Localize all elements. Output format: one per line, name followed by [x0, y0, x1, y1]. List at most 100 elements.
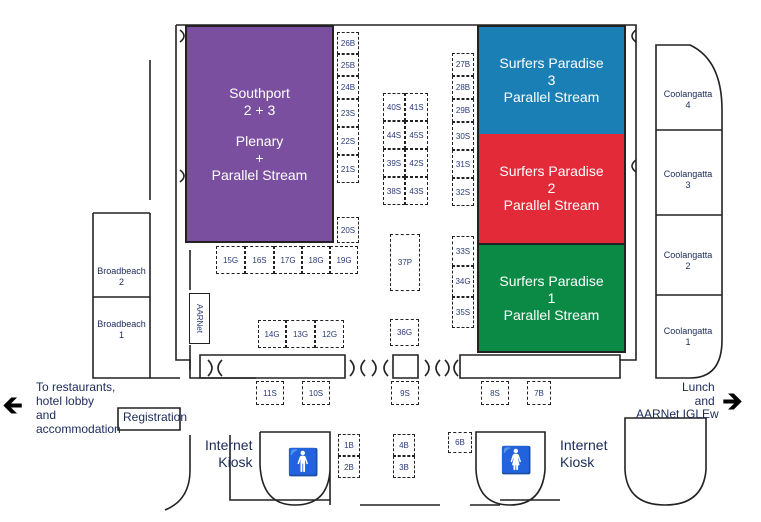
- direction-text: Lunch: [682, 380, 715, 394]
- direction-text: and: [36, 408, 57, 422]
- room-surfers-paradise-1[interactable]: Surfers Paradise 1 Parallel Stream: [477, 243, 626, 353]
- booth[interactable]: 43S: [405, 177, 428, 205]
- booth[interactable]: 24B: [337, 76, 359, 99]
- kiosk-text: Internet: [560, 437, 608, 453]
- booth[interactable]: 19G: [330, 246, 358, 274]
- booth[interactable]: 7B: [527, 381, 551, 405]
- kiosk-text: Kiosk: [218, 454, 253, 470]
- female-toilet-icon: 🚺: [500, 445, 533, 475]
- booth-label: AARNet: [195, 304, 204, 333]
- booth[interactable]: 2B: [338, 456, 360, 478]
- booth[interactable]: 16S: [245, 246, 274, 274]
- booth[interactable]: 45S: [405, 121, 428, 149]
- room-label: Parallel Stream: [503, 197, 600, 213]
- room-label: 1: [547, 289, 556, 306]
- booth[interactable]: 6B: [448, 432, 472, 453]
- internet-kiosk-right: Internet Kiosk: [560, 437, 607, 471]
- booth[interactable]: 12G: [315, 320, 344, 348]
- booth[interactable]: 40S: [383, 93, 405, 121]
- booth[interactable]: 44S: [383, 121, 405, 149]
- booth[interactable]: 42S: [405, 149, 428, 177]
- room-label: Broadbeach: [97, 266, 146, 276]
- registration-desk[interactable]: Registration: [123, 410, 188, 424]
- booth[interactable]: 10S: [302, 381, 330, 405]
- booth[interactable]: 18G: [302, 246, 330, 274]
- booth-aarnet[interactable]: AARNet: [189, 293, 210, 344]
- booth[interactable]: 3B: [393, 456, 415, 478]
- room-label: Southport: [229, 84, 290, 101]
- room-label: Parallel Stream: [503, 306, 600, 323]
- arrow-left-icon: 🡸: [2, 390, 24, 420]
- booth[interactable]: 41S: [405, 93, 428, 121]
- room-label: Coolangatta: [663, 326, 713, 336]
- room-label: Plenary: [235, 132, 284, 149]
- booth[interactable]: 11S: [256, 381, 284, 405]
- room-number: 3: [685, 180, 691, 190]
- room-label: Surfers Paradise: [499, 272, 604, 289]
- booth[interactable]: 23S: [337, 99, 359, 127]
- room-label: 2 + 3: [243, 101, 276, 118]
- booth[interactable]: 14G: [258, 320, 286, 348]
- room-label: Parallel Stream: [503, 89, 600, 105]
- room-label: Parallel Stream: [211, 166, 308, 183]
- kiosk-text: Kiosk: [560, 454, 595, 470]
- room-surfers-paradise-3[interactable]: Surfers Paradise 3 Parallel Stream: [477, 25, 626, 134]
- booth[interactable]: 9S: [391, 381, 419, 405]
- booth[interactable]: 20S: [337, 217, 359, 243]
- kiosk-text: Internet: [205, 437, 253, 453]
- room-label: Coolangatta: [663, 89, 713, 99]
- lunch-direction: Lunch and: [682, 380, 715, 408]
- room-label: Coolangatta: [663, 169, 713, 179]
- room-number: 1: [685, 337, 691, 347]
- booth[interactable]: 38S: [383, 177, 405, 205]
- room-number: 2: [685, 261, 691, 271]
- room-southport[interactable]: Southport 2 + 3 Plenary + Parallel Strea…: [185, 25, 334, 243]
- aarnet-iglew-room[interactable]: AARNet IGLEw: [636, 407, 719, 421]
- booth[interactable]: 30S: [452, 122, 474, 150]
- booth[interactable]: 25B: [337, 54, 359, 76]
- booth[interactable]: 17G: [274, 246, 302, 274]
- room-label: +: [255, 149, 264, 166]
- room-label: Surfers Paradise: [499, 55, 604, 71]
- direction-text: accommodation: [36, 422, 121, 436]
- booth[interactable]: 21S: [337, 155, 359, 183]
- booth[interactable]: 32S: [452, 178, 474, 206]
- booth[interactable]: 15G: [216, 246, 245, 274]
- room-label: Coolangatta: [663, 250, 713, 260]
- booth[interactable]: 28B: [452, 76, 474, 99]
- room-label: 3: [547, 72, 556, 88]
- room-surfers-paradise-2[interactable]: Surfers Paradise 2 Parallel Stream: [477, 134, 626, 243]
- male-toilet-icon: 🚹: [287, 447, 320, 477]
- booth[interactable]: 1B: [338, 434, 360, 456]
- internet-kiosk-left: Internet Kiosk: [205, 437, 252, 471]
- booth[interactable]: 36G: [390, 319, 419, 346]
- booth[interactable]: 35S: [452, 297, 474, 328]
- room-label: 2: [547, 180, 556, 196]
- direction-text: To restaurants,: [36, 380, 116, 394]
- restaurants-direction: To restaurants, hotel lobby and accommod…: [36, 380, 121, 436]
- direction-text: hotel lobby: [36, 394, 95, 408]
- booth[interactable]: 29B: [452, 99, 474, 122]
- booth[interactable]: 26B: [337, 32, 359, 54]
- booth[interactable]: 22S: [337, 127, 359, 155]
- booth[interactable]: 37P: [390, 234, 420, 291]
- room-number: 1: [118, 330, 124, 340]
- booth[interactable]: 27B: [452, 53, 474, 76]
- booth[interactable]: 8S: [481, 381, 509, 405]
- booth[interactable]: 33S: [452, 236, 474, 266]
- room-number: 4: [685, 100, 691, 110]
- booth[interactable]: 39S: [383, 149, 405, 177]
- room-number: 2: [118, 277, 124, 287]
- booth[interactable]: 31S: [452, 150, 474, 178]
- booth[interactable]: 13G: [286, 320, 315, 348]
- booth[interactable]: 4B: [393, 434, 415, 456]
- booth[interactable]: 34G: [452, 266, 474, 297]
